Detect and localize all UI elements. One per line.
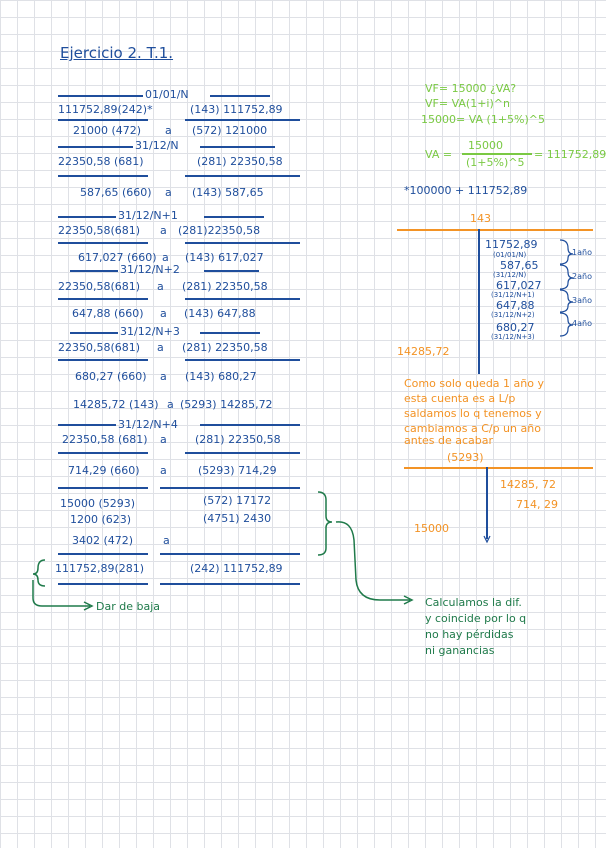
credit-entry: (143) 647,88 xyxy=(184,307,256,320)
note-line: cambiamos a C/p un año xyxy=(404,422,541,435)
t-account-value: 714, 29 xyxy=(516,498,558,511)
credit-entry: (5293) 14285,72 xyxy=(180,398,273,411)
connector: a xyxy=(160,464,167,477)
debit-entry: 22350,58(681) xyxy=(58,224,141,237)
debit-entry: 22350,58 (681) xyxy=(62,433,148,446)
conclusion-line: y coincide por lo q xyxy=(425,612,527,625)
t-account-value: 11752,89 xyxy=(485,238,538,251)
t-account-title: 143 xyxy=(470,212,491,225)
t-account-date: (01/01/N) xyxy=(493,251,527,259)
debit-entry: 22350,58(681) xyxy=(58,341,141,354)
connector: a xyxy=(157,341,164,354)
connector: a xyxy=(160,433,167,446)
connector: a xyxy=(160,370,167,383)
credit-entry: (281) 22350,58 xyxy=(195,433,281,446)
debit-entry: 21000 (472) xyxy=(73,124,142,137)
year-label: 3año xyxy=(572,296,592,305)
credit-entry: (572) 17172 xyxy=(203,494,272,507)
formula-label: VA = xyxy=(425,148,453,161)
connector: a xyxy=(167,398,174,411)
date-heading: 31/12/N+4 xyxy=(118,418,178,431)
debit-entry: 714,29 (660) xyxy=(68,464,140,477)
credit-entry: (281) 22350,58 xyxy=(182,280,268,293)
debit-entry: 111752,89(281) xyxy=(55,562,145,575)
debit-entry: 1200 (623) xyxy=(70,513,132,526)
formula-sum: *100000 + 111752,89 xyxy=(404,184,528,197)
credit-entry: (143) 617,027 xyxy=(185,251,264,264)
t-account-value: 680,27 xyxy=(496,321,535,334)
debit-entry: 3402 (472) xyxy=(72,534,134,547)
t-account-value: 587,65 xyxy=(500,259,539,272)
t-account-date: (31/12/N+3) xyxy=(491,333,535,341)
conclusion-line: ni ganancias xyxy=(425,644,495,657)
credit-entry: (143) 111752,89 xyxy=(190,103,283,116)
debit-entry: 647,88 (660) xyxy=(72,307,144,320)
credit-entry: (281)22350,58 xyxy=(178,224,261,237)
connector: a xyxy=(165,186,172,199)
formula-line: VF= VA(1+i)^n xyxy=(425,97,510,110)
year-label: 4año xyxy=(572,319,592,328)
conclusion-line: no hay pérdidas xyxy=(425,628,514,641)
debit-entry: 22350,58 (681) xyxy=(58,155,144,168)
date-heading: 31/12/N+1 xyxy=(118,209,178,222)
t-account-date: (31/12/N+1) xyxy=(491,291,535,299)
formula-line: 15000= VA (1+5%)^5 xyxy=(421,113,546,126)
formula-denominator: (1+5%)^5 xyxy=(466,156,525,169)
year-label: 1año xyxy=(572,248,592,257)
date-heading: 31/12/N+3 xyxy=(120,325,180,338)
note-line: antes de acabar xyxy=(404,434,494,447)
note-line: Como solo queda 1 año y xyxy=(404,377,544,390)
credit-entry: (4751) 2430 xyxy=(203,512,272,525)
debit-entry: 14285,72 (143) xyxy=(73,398,159,411)
debit-entry: 617,027 (660) xyxy=(78,251,157,264)
t-account-total: 14285,72 xyxy=(397,345,450,358)
conclusion-line: Calculamos la dif. xyxy=(425,596,522,609)
connector: a xyxy=(160,224,167,237)
credit-entry: (143) 680,27 xyxy=(185,370,257,383)
t-account-title: (5293) xyxy=(447,451,484,464)
page-title: Ejercicio 2. T.1. xyxy=(60,44,174,62)
t-account-value: 647,88 xyxy=(496,299,535,312)
debit-entry: 680,27 (660) xyxy=(75,370,147,383)
credit-entry: (281) 22350,58 xyxy=(197,155,283,168)
date-heading: 01/01/N xyxy=(145,88,189,101)
baja-note: Dar de baja xyxy=(96,600,160,613)
year-label: 2año xyxy=(572,272,592,281)
credit-entry: (242) 111752,89 xyxy=(190,562,283,575)
date-heading: 31/12/N+2 xyxy=(120,263,180,276)
t-account-value: 15000 xyxy=(414,522,449,535)
t-account-value: 617,027 xyxy=(496,279,542,292)
formula-result: = 111752,89 xyxy=(534,148,606,161)
connector: a xyxy=(162,251,169,264)
formula-line: VF= 15000 ¿VA? xyxy=(425,82,517,95)
credit-entry: (572) 121000 xyxy=(192,124,268,137)
credit-entry: (5293) 714,29 xyxy=(198,464,277,477)
connector: a xyxy=(160,307,167,320)
debit-entry: 22350,58(681) xyxy=(58,280,141,293)
t-account-date: (31/12/N) xyxy=(493,271,527,279)
t-account-date: (31/12/N+2) xyxy=(491,311,535,319)
t-account-value: 14285, 72 xyxy=(500,478,556,491)
connector: a xyxy=(157,280,164,293)
note-line: saldamos lo q tenemos y xyxy=(404,407,542,420)
connector: a xyxy=(163,534,170,547)
debit-entry: 15000 (5293) xyxy=(60,497,136,510)
formula-numerator: 15000 xyxy=(468,139,503,152)
debit-entry: 587,65 (660) xyxy=(80,186,152,199)
connector: a xyxy=(165,124,172,137)
debit-entry: 111752,89(242)* xyxy=(58,103,153,116)
credit-entry: (143) 587,65 xyxy=(192,186,264,199)
note-line: esta cuenta es a L/p xyxy=(404,392,516,405)
date-heading: 31/12/N xyxy=(135,139,179,152)
credit-entry: (281) 22350,58 xyxy=(182,341,268,354)
